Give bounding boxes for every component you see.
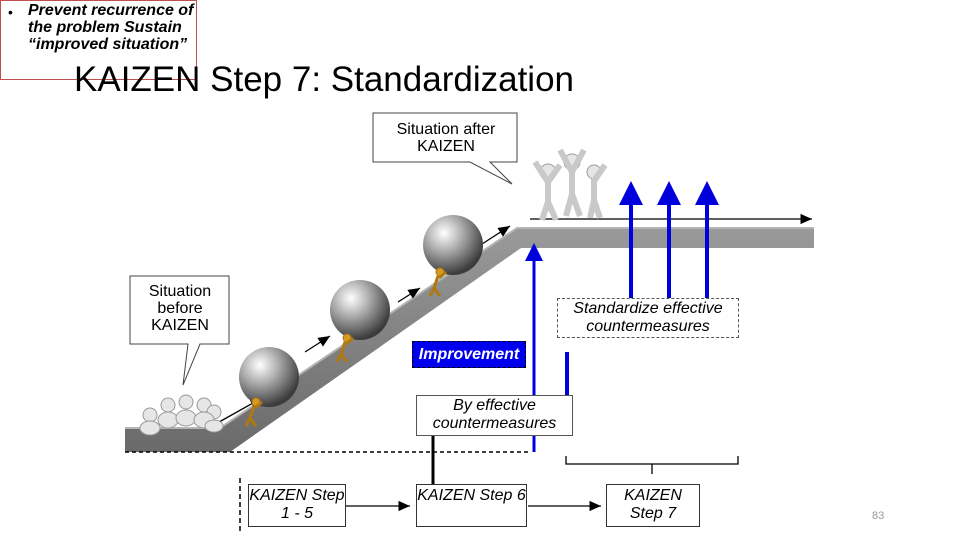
path-arrow-top — [481, 225, 511, 245]
standardize-label: Standardize effective countermeasures — [557, 298, 739, 338]
step7-bracket — [565, 456, 739, 474]
path-arrow-mid — [304, 335, 331, 353]
step-box-1-5: KAIZEN Step 1 - 5 — [248, 484, 346, 527]
callout-before-shape — [129, 275, 230, 386]
pusher-figure-3 — [428, 267, 447, 297]
callout-before-text: Situation before KAIZEN — [148, 283, 212, 334]
ramp — [125, 228, 814, 452]
page-title: KAIZEN Step 7: Standardization — [74, 60, 574, 99]
prevent-callout: • Prevent recurrence of the problem Sust… — [0, 0, 197, 80]
people-after-figures — [532, 148, 608, 222]
ball-middle — [330, 280, 390, 340]
pusher-figure-1 — [244, 397, 263, 427]
ball-bottom — [239, 347, 299, 407]
prevent-text: Prevent recurrence of the problem Sustai… — [28, 2, 194, 53]
by-effective-label: By effective countermeasures — [416, 395, 573, 436]
bullet-icon: • — [8, 4, 13, 20]
pusher-figure-2 — [335, 333, 354, 363]
improvement-label: Improvement — [412, 341, 526, 368]
people-before-figures — [139, 394, 224, 436]
path-arrow-mid2 — [397, 287, 421, 303]
callout-after-shape — [372, 112, 518, 185]
ball-top — [423, 215, 483, 275]
callout-after-text: Situation after KAIZEN — [396, 121, 496, 155]
step-box-7: KAIZEN Step 7 — [606, 484, 700, 527]
page-number: 83 — [872, 510, 885, 522]
step-box-6: KAIZEN Step 6 — [416, 484, 527, 527]
